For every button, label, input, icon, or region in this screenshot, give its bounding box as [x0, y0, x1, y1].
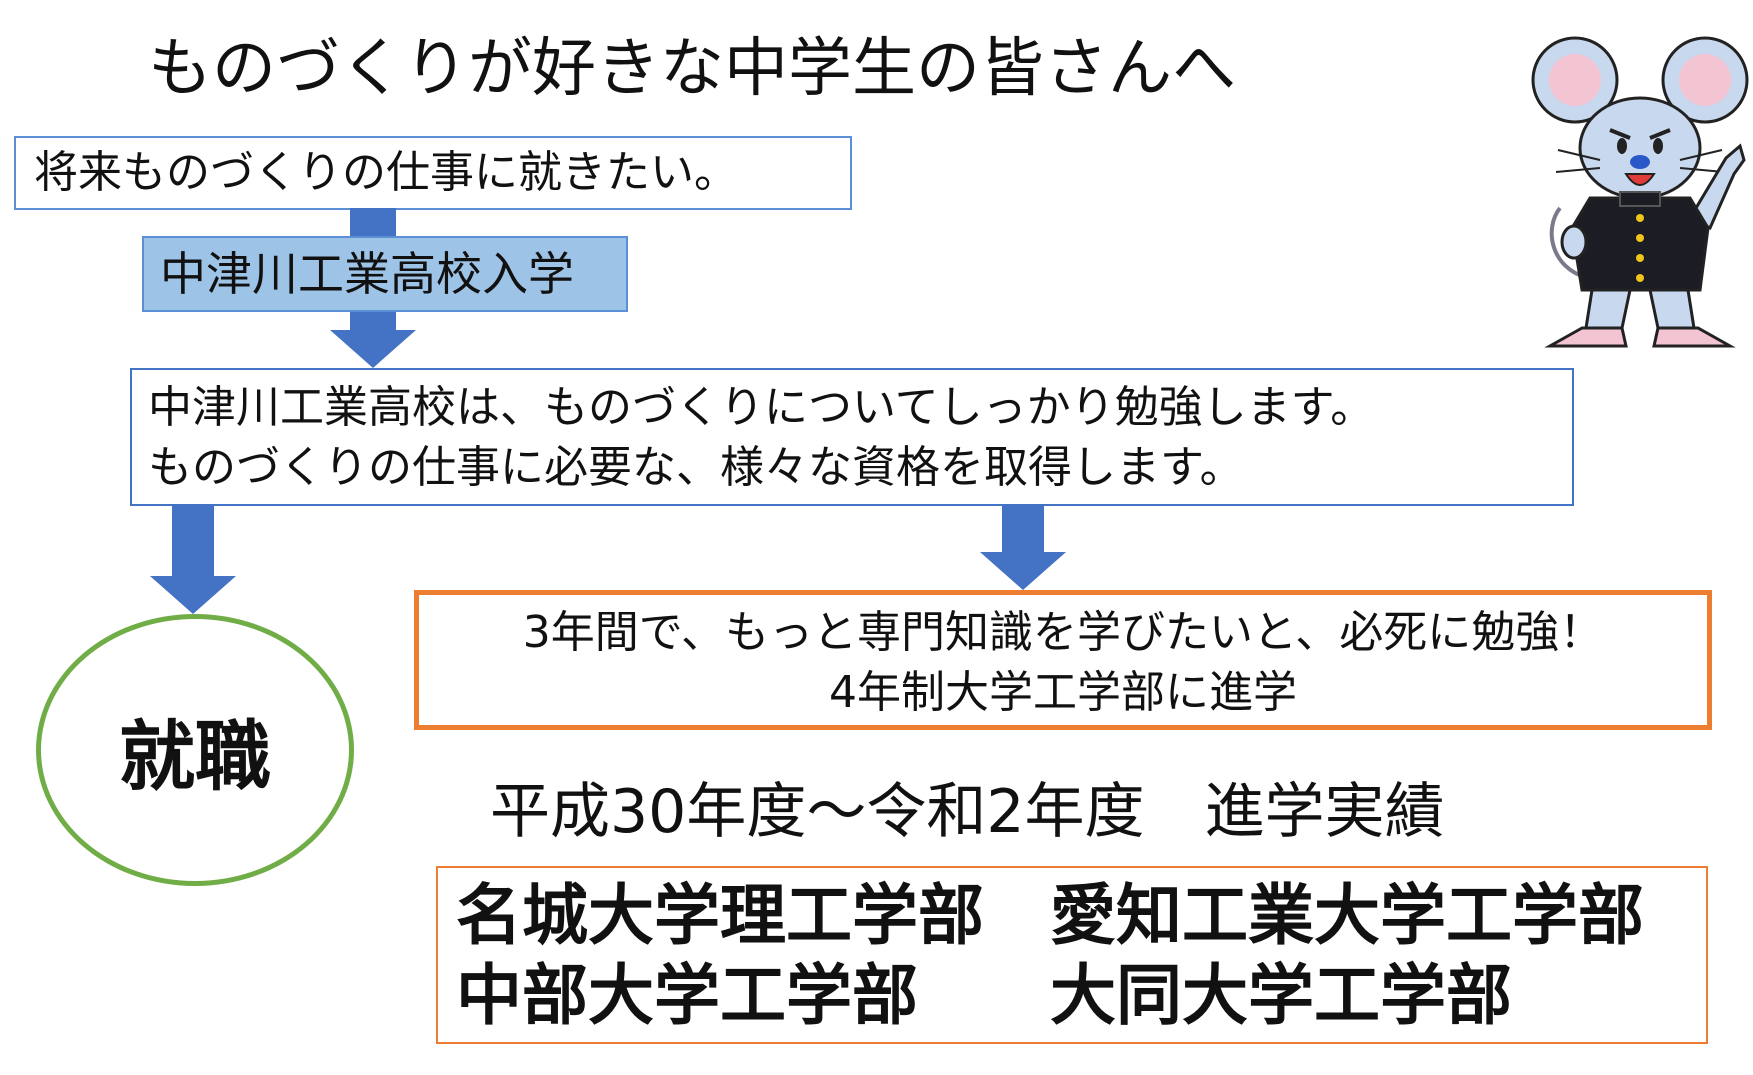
employment-text: 就職 [119, 712, 271, 801]
arrow-entrance-to-study [330, 312, 416, 368]
mouse-mascot-icon [1531, 36, 1749, 348]
school-name: 愛知工業大学工学部 [1050, 877, 1644, 954]
page-title: ものづくりが好きな中学生の皆さんへ [148, 32, 1236, 106]
school-name: 大同大学工学部 [1050, 957, 1512, 1034]
school-name: 中部大学工学部 [456, 957, 918, 1034]
university-line-1: 3年間で、もっと専門知識を学びたいと、必死に勉強！ [522, 607, 1604, 658]
arrow-study-to-university [980, 506, 1066, 590]
results-box: 名城大学理工学部 愛知工業大学工学部 中部大学工学部 大同大学工学部 [436, 866, 1708, 1044]
goal-box: 将来ものづくりの仕事に就きたい。 [14, 136, 852, 210]
arrow-study-to-employment [150, 506, 236, 614]
study-line-2: ものづくりの仕事に必要な、様々な資格を取得します。 [148, 442, 1244, 493]
entrance-box: 中津川工業高校入学 [142, 236, 628, 312]
school-name: 名城大学理工学部 [456, 877, 984, 954]
employment-circle: 就職 [36, 614, 354, 886]
university-box: 3年間で、もっと専門知識を学びたいと、必死に勉強！ 4年制大学工学部に進学 [414, 590, 1712, 730]
results-title: 平成30年度〜令和2年度 進学実績 [490, 777, 1445, 847]
study-line-1: 中津川工業高校は、ものづくりについてしっかり勉強します。 [148, 382, 1375, 433]
arrow-goal-to-entrance [350, 208, 396, 240]
university-line-2: 4年制大学工学部に進学 [829, 667, 1297, 718]
study-box: 中津川工業高校は、ものづくりについてしっかり勉強します。 ものづくりの仕事に必要… [130, 368, 1574, 506]
results-row: 名城大学理工学部 愛知工業大学工学部 [456, 876, 1706, 956]
entrance-text: 中津川工業高校入学 [160, 247, 574, 301]
goal-text: 将来ものづくりの仕事に就きたい。 [34, 147, 738, 198]
results-row: 中部大学工学部 大同大学工学部 [456, 956, 1706, 1036]
